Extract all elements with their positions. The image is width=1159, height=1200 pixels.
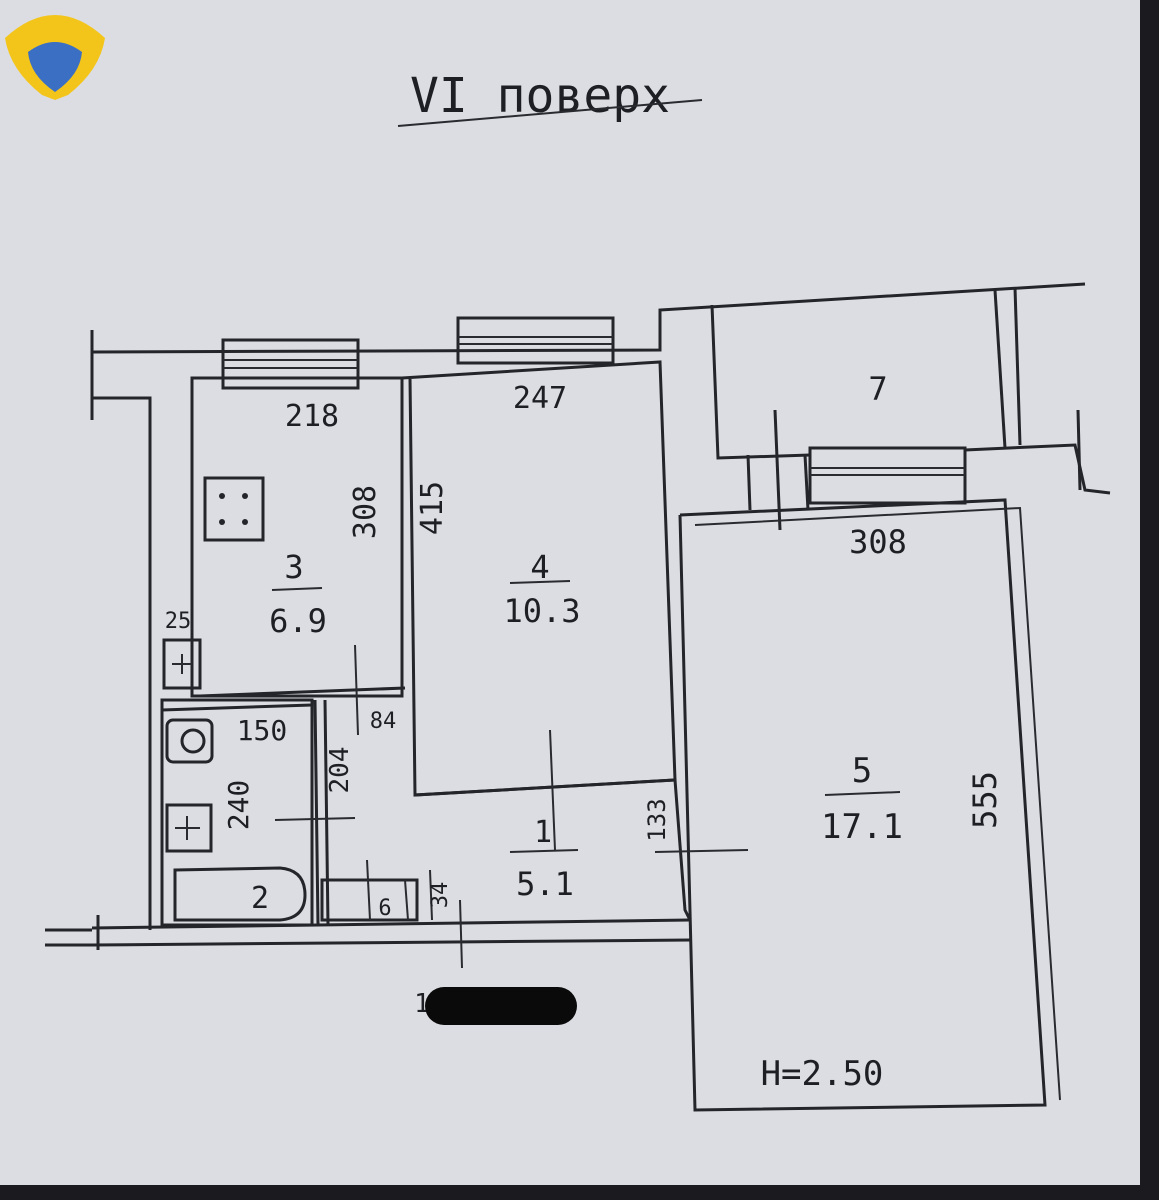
room-kitchen — [190, 376, 404, 698]
outer-walls — [45, 282, 1086, 950]
redaction-mark — [425, 987, 577, 1025]
room5-depth-label: 555 — [966, 771, 1004, 829]
stove-icon — [203, 476, 265, 542]
balcony-number: 7 — [868, 370, 887, 408]
bathroom-width-label: 150 — [237, 714, 288, 747]
room4-number: 4 — [530, 548, 549, 586]
window-kitchen — [221, 338, 360, 390]
closet-depth-dimension: 34 — [428, 882, 453, 909]
kitchen-number: 3 — [284, 548, 303, 586]
kitchen-depth-label: 308 — [348, 485, 383, 539]
kitchen-width-label: 218 — [285, 399, 339, 434]
window-room4 — [456, 316, 615, 365]
bottom-edge — [0, 1185, 1159, 1200]
dimension-ticks — [274, 644, 749, 969]
toilet-bowl-icon — [180, 728, 206, 754]
hall-number: 1 — [534, 815, 552, 850]
hall-side-dimension: 133 — [643, 798, 671, 841]
room4-area: 10.3 — [503, 592, 580, 630]
ceiling-height-label: H=2.50 — [761, 1054, 884, 1094]
hall — [414, 778, 692, 921]
bathroom-number: 2 — [251, 881, 269, 916]
hall-area: 5.1 — [516, 865, 574, 903]
title-underline — [397, 99, 703, 127]
bathroom-depth-label: 240 — [222, 780, 255, 831]
logo-icon — [5, 15, 105, 100]
room5-width-label: 308 — [849, 523, 907, 561]
bathroom-block — [160, 686, 406, 927]
kitchen-area: 6.9 — [269, 602, 327, 640]
vent-shaft — [162, 638, 202, 690]
corridor-dimension: 204 — [325, 747, 355, 794]
sink-shaft-icon — [165, 803, 213, 853]
room5-area: 17.1 — [821, 807, 903, 847]
room5-number: 5 — [852, 751, 872, 791]
room4-width-label: 247 — [513, 381, 567, 416]
right-edge — [1140, 0, 1159, 1200]
room-5 — [678, 498, 1047, 1112]
room4-depth-label: 415 — [415, 481, 450, 535]
door-gap-dimension: 84 — [370, 709, 397, 734]
toilet-icon — [165, 718, 214, 764]
bathtub-icon — [173, 866, 307, 922]
stove-burners — [219, 493, 248, 525]
vent-dimension: 25 — [165, 609, 192, 634]
closet-small-dimension: 6 — [378, 896, 391, 921]
window-room5 — [808, 446, 967, 505]
floor-title: VI поверх — [410, 68, 670, 124]
